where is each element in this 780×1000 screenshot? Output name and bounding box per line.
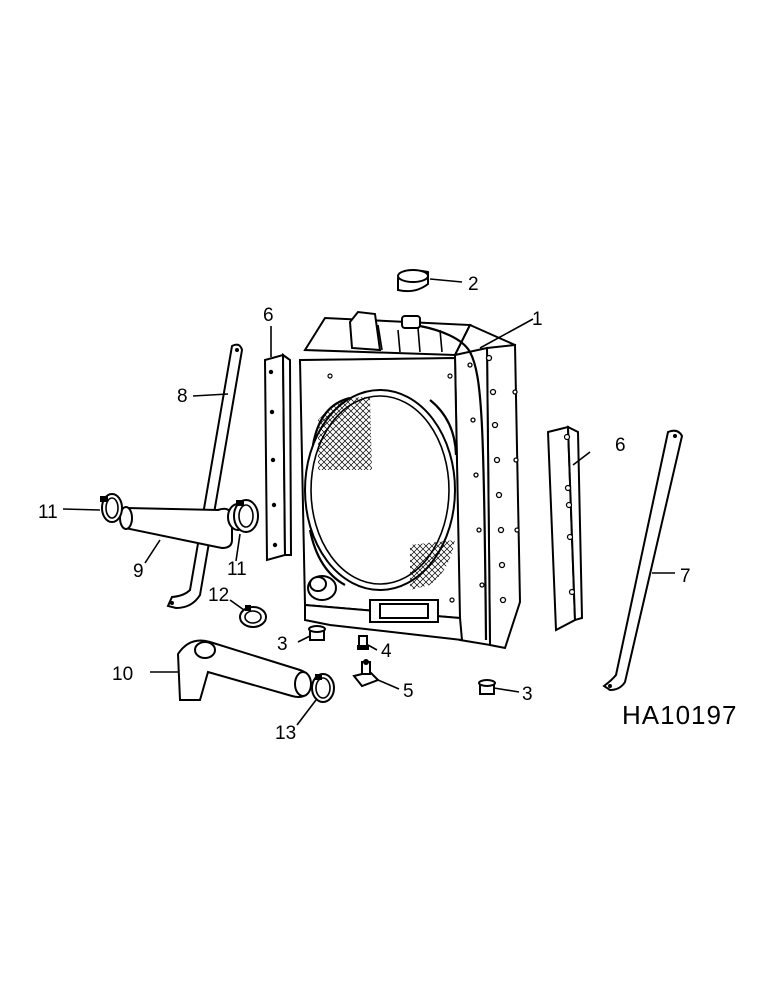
side-baffle-right [546, 425, 584, 632]
radiator [298, 310, 522, 650]
callout-7: 7 [680, 566, 691, 587]
callout-11-right: 11 [227, 559, 247, 580]
callout-5: 5 [403, 681, 414, 702]
radiator-cap [397, 269, 429, 293]
drain-plug-right [478, 679, 496, 695]
callout-12: 12 [208, 585, 229, 606]
callout-3-left: 3 [277, 634, 288, 655]
drawing-code: HA10197 [622, 700, 737, 730]
leader-lines [62, 278, 675, 726]
callout-4: 4 [381, 641, 392, 662]
callout-labels: 1 2 3 3 4 5 6 6 7 8 9 10 11 11 12 13 [38, 274, 691, 744]
hose-clamp-left [100, 493, 123, 523]
callout-11-left: 11 [38, 502, 58, 523]
callout-13: 13 [275, 723, 296, 744]
callout-2: 2 [468, 274, 479, 295]
drain-valve [352, 659, 380, 688]
callout-9: 9 [133, 561, 144, 582]
fitting [357, 635, 369, 650]
callout-6-right: 6 [615, 435, 626, 456]
drain-plug-left [308, 625, 326, 641]
upper-hose [119, 503, 249, 550]
support-rod-left [166, 343, 244, 610]
callout-8: 8 [177, 386, 188, 407]
callout-6-left: 6 [263, 305, 274, 326]
callout-1: 1 [532, 309, 543, 330]
hose-clamp-right [233, 499, 259, 533]
support-rod-right [602, 429, 684, 692]
lower-hose [176, 639, 312, 701]
hose-clamp-bottom [311, 673, 335, 703]
side-baffle-left [263, 353, 293, 562]
callout-3-right: 3 [522, 684, 533, 705]
callout-10: 10 [112, 664, 133, 685]
hose-clamp-lower [239, 605, 267, 628]
